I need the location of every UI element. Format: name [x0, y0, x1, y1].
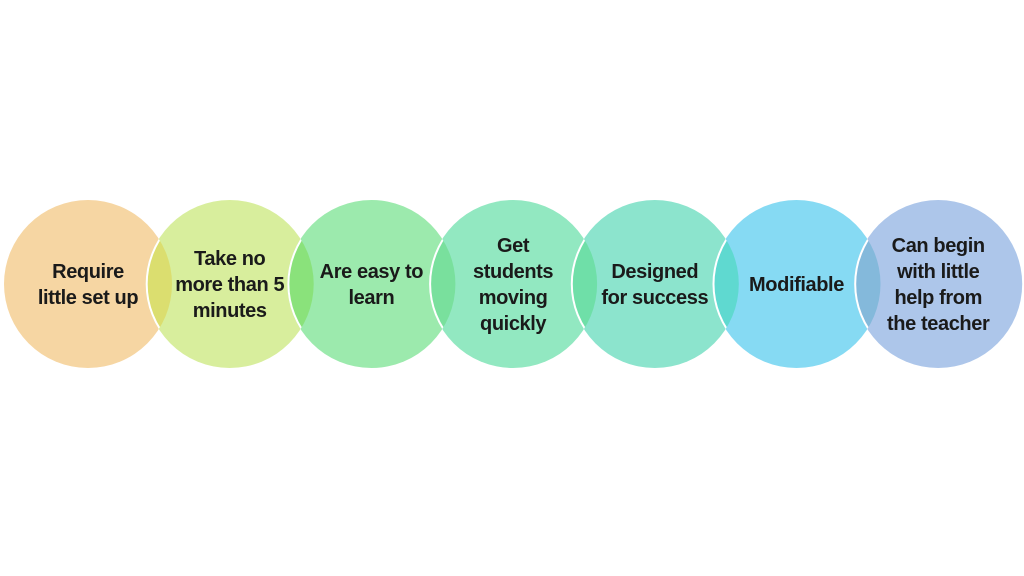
venn-circle-7: [854, 200, 1023, 368]
circle-overlap-4-5: [570, 200, 598, 368]
venn-circle-3: [287, 200, 456, 368]
circle-overlap-5-6: [712, 200, 739, 368]
venn-circle-6: [712, 200, 881, 368]
circle-overlap-3-4: [429, 200, 456, 368]
circle-overlap-1-2: [145, 200, 172, 368]
venn-circle-1: [4, 200, 172, 368]
circle-overlap-2-3: [287, 200, 314, 368]
venn-circle-4: [429, 200, 598, 368]
circle-label-6: Modifiable: [749, 274, 844, 296]
venn-circle-2: [145, 200, 314, 368]
venn-circle-5: [570, 200, 739, 368]
circle-overlap-6-7: [854, 200, 881, 368]
